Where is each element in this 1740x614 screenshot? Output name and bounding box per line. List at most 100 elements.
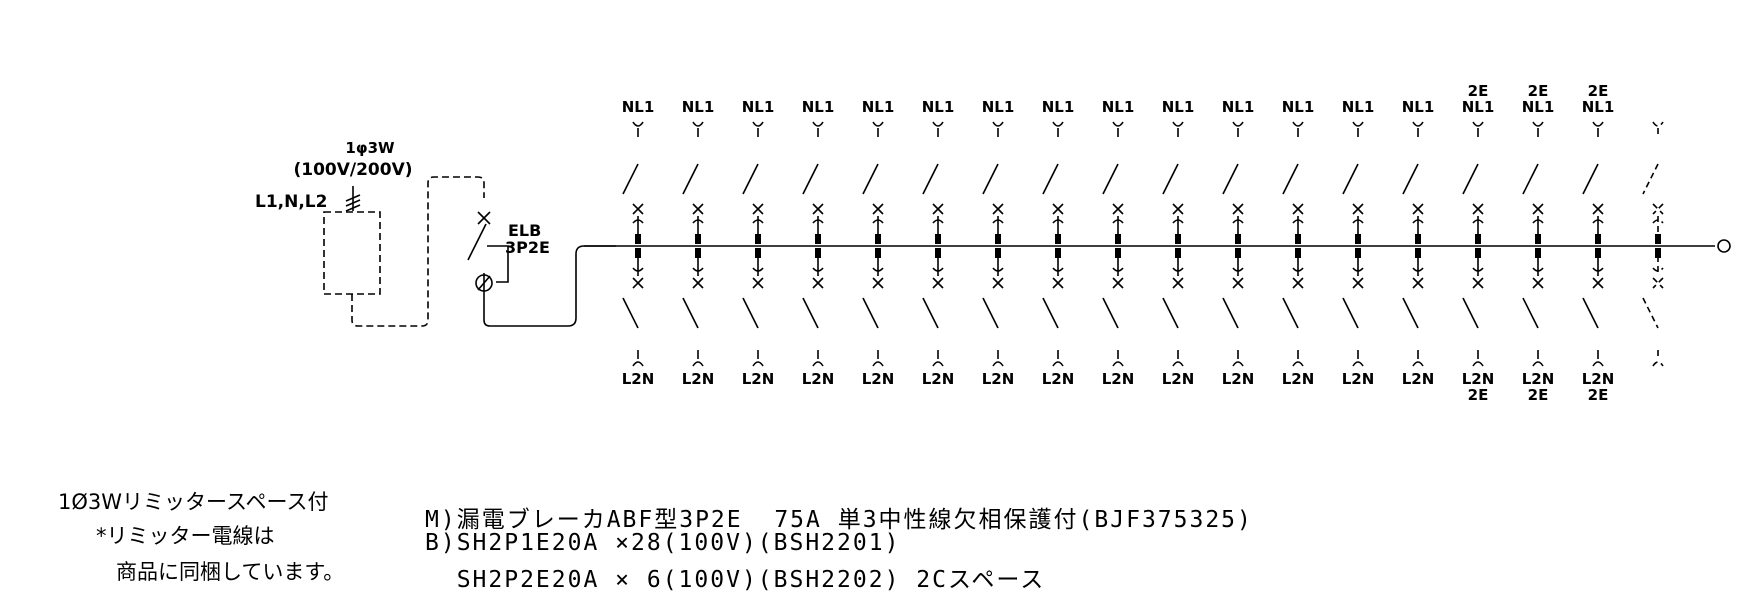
- branch-breaker-symbol: [1282, 121, 1304, 367]
- bus-junction: [1235, 248, 1241, 258]
- branch-top-label: NL1: [802, 98, 835, 116]
- branch-bottom-label: L2N: [1402, 370, 1435, 388]
- branch-top-label: NL1: [1402, 98, 1435, 116]
- branch-top-label: NL1: [922, 98, 955, 116]
- branch-top-label: NL1: [1042, 98, 1075, 116]
- branch-bottom-label: L2N: [682, 370, 715, 388]
- bus-junction: [815, 248, 821, 258]
- bus-junction: [1355, 248, 1361, 258]
- bus-junction: [1295, 248, 1301, 258]
- main-breaker-symbol: [467, 211, 509, 298]
- branch-bottom-label: L2N: [1582, 370, 1615, 388]
- bus-junction: [1235, 234, 1241, 244]
- branch-breaker-symbol: [1222, 121, 1244, 367]
- branch-bottom-label: L2N: [1282, 370, 1315, 388]
- three-wire-tick-icon: [345, 186, 361, 212]
- bus-junction: [1595, 234, 1601, 244]
- branch-breaker-symbol: [1402, 121, 1424, 367]
- branch-top-label: 2E: [1468, 82, 1489, 100]
- branch-circuit: [1642, 121, 1664, 367]
- branch-top-label: NL1: [862, 98, 895, 116]
- spec-branch-2e: SH2P2E20A × 6(100V)(BSH2202) 2Cスペース: [425, 567, 1046, 593]
- bus-junction: [1115, 248, 1121, 258]
- bus-junction: [995, 248, 1001, 258]
- branch-breaker-symbol: [1522, 121, 1544, 367]
- bus-junction: [875, 234, 881, 244]
- branch-breaker-symbol: [1162, 121, 1184, 367]
- branch-top-label: NL1: [982, 98, 1015, 116]
- branch-top-label: NL1: [682, 98, 715, 116]
- branch-breaker-symbol: [1582, 121, 1604, 367]
- bus-junction: [635, 234, 641, 244]
- branch-top-label: NL1: [622, 98, 655, 116]
- branch-top-label: NL1: [742, 98, 775, 116]
- limiter-link-wire: [351, 176, 485, 327]
- branch-top-label: 2E: [1528, 82, 1549, 100]
- bus-junction: [1355, 234, 1361, 244]
- limiter-note-line: 商品に同梱しています。: [116, 560, 345, 584]
- branch-bottom-label: L2N: [742, 370, 775, 388]
- branch-breaker-symbol: [682, 121, 704, 367]
- branch-bottom-label: L2N: [1222, 370, 1255, 388]
- branch-top-label: NL1: [1582, 98, 1615, 116]
- bus-junction: [1535, 248, 1541, 258]
- limiter-note-title: 1Ø3Wリミッタースペース付: [58, 490, 329, 514]
- bus-junction: [1655, 234, 1661, 244]
- branch-bottom-label: 2E: [1468, 386, 1489, 404]
- branch-breaker-symbol: [1342, 121, 1364, 367]
- bus-junction: [1475, 248, 1481, 258]
- branch-bottom-label: L2N: [802, 370, 835, 388]
- bus-junction: [755, 248, 761, 258]
- branch-top-label: NL1: [1282, 98, 1315, 116]
- bus-junction: [995, 234, 1001, 244]
- limiter-note-line: *リミッター電線は: [96, 524, 275, 548]
- supply-voltage-label: (100V/200V): [293, 160, 412, 180]
- branch-bottom-label: L2N: [1522, 370, 1555, 388]
- bus-junction: [815, 234, 821, 244]
- spec-main-breaker: M)漏電ブレーカABF型3P2E 75A 単3中性線欠相保護付(BJF37532…: [425, 507, 1253, 533]
- branch-breaker-symbol: [922, 121, 944, 367]
- bus-junction: [1055, 248, 1061, 258]
- main-breaker-type-label: ELB: [508, 221, 541, 240]
- branch-top-label: 2E: [1588, 82, 1609, 100]
- bus-junction: [1175, 234, 1181, 244]
- bus-junction: [1295, 234, 1301, 244]
- branch-breaker-symbol: [802, 121, 824, 367]
- branch-top-label: NL1: [1222, 98, 1255, 116]
- branch-bottom-label: L2N: [922, 370, 955, 388]
- branch-bottom-label: L2N: [1162, 370, 1195, 388]
- branch-bottom-label: L2N: [1342, 370, 1375, 388]
- bus-junction: [935, 248, 941, 258]
- branch-breaker-symbol: [1642, 121, 1664, 367]
- bus-junction: [1415, 248, 1421, 258]
- branch-circuits: NL1L2NNL1L2NNL1L2NNL1L2NNL1L2NNL1L2NNL1L…: [622, 82, 1664, 404]
- branch-top-label: NL1: [1102, 98, 1135, 116]
- limiter-space-box: [323, 211, 381, 295]
- branch-bottom-label: L2N: [1462, 370, 1495, 388]
- bus-junction: [1415, 234, 1421, 244]
- bus-junction: [1055, 234, 1061, 244]
- branch-bottom-label: 2E: [1528, 386, 1549, 404]
- supply-lines-label: L1,N,L2: [255, 192, 327, 212]
- branch-bottom-label: 2E: [1588, 386, 1609, 404]
- branch-top-label: NL1: [1342, 98, 1375, 116]
- branch-bottom-label: L2N: [862, 370, 895, 388]
- bus-junction: [935, 234, 941, 244]
- busbar-terminal: [1717, 239, 1731, 253]
- branch-top-label: NL1: [1462, 98, 1495, 116]
- branch-top-label: NL1: [1162, 98, 1195, 116]
- branch-breaker-symbol: [1462, 121, 1484, 367]
- main-feeder-wire: [483, 245, 616, 327]
- branch-bottom-label: L2N: [1042, 370, 1075, 388]
